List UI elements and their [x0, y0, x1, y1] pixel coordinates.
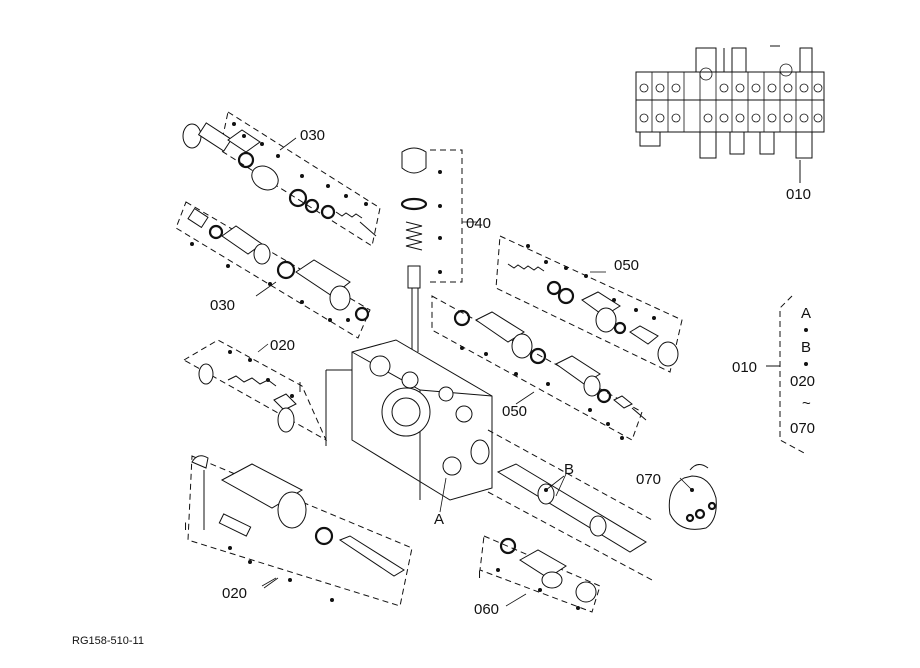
- valve-body: [325, 339, 493, 501]
- label-020-upper: 020: [270, 337, 295, 354]
- marker-a: A: [434, 511, 444, 528]
- label-030-upper: 030: [300, 127, 325, 144]
- legend-label-a: A: [801, 305, 811, 322]
- legend-label-020: 020: [790, 373, 815, 390]
- label-050-lower: 050: [502, 403, 527, 420]
- group-050-upper: [495, 235, 683, 373]
- tick-mark-left: I: [184, 521, 187, 533]
- group-060: [479, 535, 601, 613]
- label-050-upper: 050: [614, 257, 639, 274]
- label-020-lower: 020: [222, 585, 247, 602]
- label-040: 040: [466, 215, 491, 232]
- marker-b: B: [564, 461, 574, 478]
- spool-b: [487, 429, 653, 581]
- legend-label-b: B: [801, 339, 811, 356]
- group-040: [400, 147, 478, 352]
- valve-bank-overview: [635, 45, 825, 183]
- legend-label-tilde: ~: [802, 395, 811, 412]
- label-010-overview: 010: [786, 186, 811, 203]
- legend-label-070: 070: [790, 420, 815, 437]
- label-070: 070: [636, 471, 661, 488]
- leader-lines: [263, 160, 801, 589]
- group-030-upper: [182, 111, 381, 247]
- tick-mark-060: I: [478, 569, 481, 581]
- label-060: 060: [474, 601, 499, 618]
- label-030-lower: 030: [210, 297, 235, 314]
- group-070-bag: [668, 464, 717, 530]
- legend-bracket: [766, 295, 808, 455]
- group-020-upper: [183, 339, 328, 442]
- footer-code: RG158-510-11: [72, 635, 144, 647]
- group-030-lower: [175, 201, 371, 339]
- group-020-lower: [187, 455, 413, 607]
- legend-label-010: 010: [732, 359, 757, 376]
- group-050-lower: [431, 295, 647, 441]
